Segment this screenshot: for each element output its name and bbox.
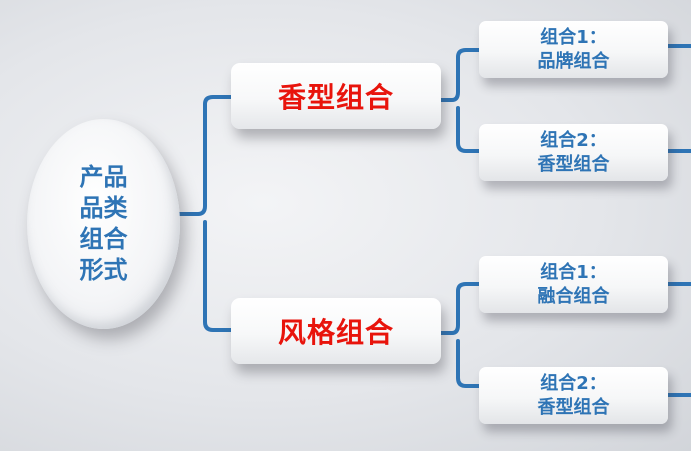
leaf-title: 组合1： bbox=[540, 261, 607, 283]
leaf-name: 香型组合 bbox=[537, 153, 610, 175]
connector-root-bracket bbox=[178, 95, 233, 332]
branch-node-style-combination: 风格组合 bbox=[231, 298, 441, 364]
connector-branch-2-bracket bbox=[430, 282, 481, 388]
connector-branch-1-bracket bbox=[430, 48, 481, 153]
leaf-name: 融合组合 bbox=[537, 285, 610, 307]
leaf-name: 品牌组合 bbox=[537, 50, 610, 72]
leaf-node-scent-combination-1: 组合2： 香型组合 bbox=[479, 124, 668, 181]
branch-label: 香型组合 bbox=[277, 81, 394, 114]
leaf-node-brand-combination: 组合1： 品牌组合 bbox=[479, 21, 668, 78]
branch-label: 风格组合 bbox=[277, 316, 394, 349]
leaf-title: 组合2： bbox=[540, 372, 607, 394]
leaf-node-fusion-combination: 组合1： 融合组合 bbox=[479, 256, 668, 313]
branch-node-scent-combination: 香型组合 bbox=[231, 63, 441, 129]
root-node: 产品品类组合形式 bbox=[27, 119, 180, 329]
leaf-title: 组合1： bbox=[540, 26, 607, 48]
leaf-node-scent-combination-2: 组合2： 香型组合 bbox=[479, 367, 668, 424]
leaf-name: 香型组合 bbox=[537, 396, 610, 418]
root-label: 产品品类组合形式 bbox=[79, 163, 128, 284]
leaf-title: 组合2： bbox=[540, 129, 607, 151]
